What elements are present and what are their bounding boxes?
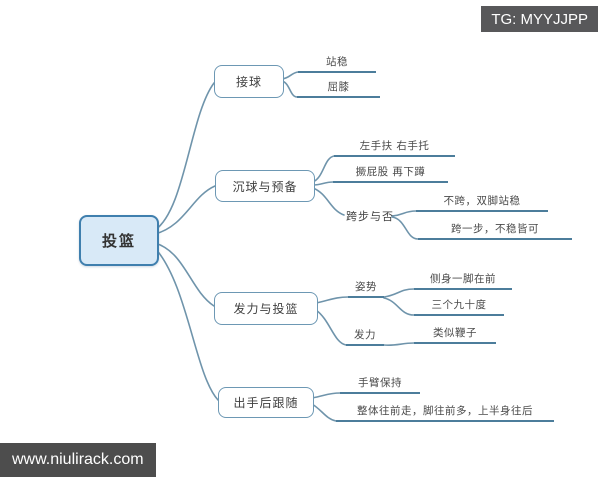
connector-force-leaf (383, 342, 415, 347)
branch-node-follow-through[interactable]: 出手后跟随 (218, 387, 314, 418)
connector-root-branch3 (154, 242, 215, 307)
watermark-telegram: TG: MYYJJPP (481, 6, 598, 32)
leaf-side-body-foot-front[interactable]: 侧身一脚在前 (414, 271, 512, 290)
watermark-website: www.niulirack.com (0, 443, 156, 477)
connector-step-leaf2 (391, 216, 419, 240)
connector-prep-leaf2 (312, 181, 334, 186)
subnode-step-or-not[interactable]: 跨步与否 (346, 210, 394, 223)
connector-catch-leaf2 (281, 80, 298, 98)
leaf-stand-firm[interactable]: 站稳 (298, 52, 376, 73)
leaf-body-forward[interactable]: 整体往前走，脚往前多，上半身往后 (336, 402, 554, 422)
branch-node-catch[interactable]: 接球 (214, 65, 284, 98)
leaf-squat-down[interactable]: 撅屁股 再下蹲 (333, 164, 448, 183)
connector-posture-leaf1 (383, 288, 415, 298)
leaf-bend-knees[interactable]: 屈膝 (297, 78, 380, 98)
connector-power-force (315, 309, 347, 346)
subnode-force[interactable]: 发力 (346, 328, 384, 346)
connector-follow-leaf1 (311, 392, 341, 399)
leaf-keep-arm[interactable]: 手臂保持 (340, 375, 420, 394)
leaf-three-ninety-degrees[interactable]: 三个九十度 (414, 297, 504, 316)
branch-node-prepare[interactable]: 沉球与预备 (215, 170, 315, 202)
connector-follow-leaf2 (311, 403, 337, 422)
connector-root-branch2 (154, 185, 216, 235)
leaf-like-a-whip[interactable]: 类似鞭子 (414, 325, 496, 344)
subnode-posture[interactable]: 姿势 (348, 280, 384, 298)
leaf-left-hand-right-hand[interactable]: 左手扶 右手托 (334, 138, 455, 157)
connector-root-branch4 (154, 247, 219, 401)
leaf-one-step-ok[interactable]: 跨一步，不稳皆可 (418, 221, 572, 240)
connector-catch-leaf1 (281, 71, 299, 80)
connector-prep-leaf1 (312, 155, 335, 183)
branch-node-power[interactable]: 发力与投篮 (214, 292, 318, 325)
leaf-no-step-stand-firm[interactable]: 不跨，双脚站稳 (416, 193, 548, 212)
connector-step-leaf1 (391, 210, 417, 217)
connector-power-posture (315, 296, 349, 304)
connector-prep-subnode (312, 187, 345, 216)
root-node-shooting[interactable]: 投篮 (79, 215, 159, 266)
connector-posture-leaf2 (383, 297, 415, 316)
connector-root-branch1 (154, 82, 215, 231)
